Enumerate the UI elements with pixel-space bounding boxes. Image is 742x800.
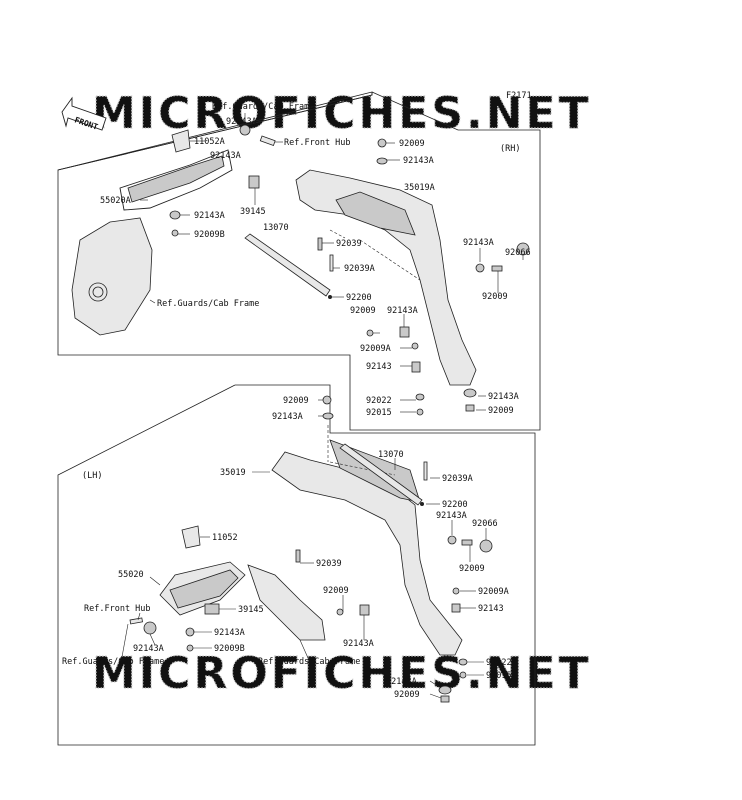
lh-92143A-e: 92143A — [386, 677, 417, 687]
lh-lower-guard — [247, 564, 326, 641]
rh-92009-top: 92009 — [399, 139, 425, 149]
rh-bracket-11052A — [171, 129, 191, 153]
rh-55020A: 55020A — [100, 196, 131, 206]
lh-92009-m: 92009 — [323, 586, 349, 596]
rh-ref-guards-top: Ref.Guards/Cab Frame — [212, 102, 314, 112]
rh-92009-r: 92009 — [482, 292, 508, 302]
lh-92200: 92200 — [442, 500, 468, 510]
rh-92143A-a: 92143A — [210, 151, 241, 161]
lh-11052: 11052 — [212, 533, 238, 543]
lh-55020: 55020 — [118, 570, 144, 580]
rh-ref-guards-low: Ref.Guards/Cab Frame — [157, 299, 259, 309]
lh-leader-lines — [121, 399, 487, 699]
rh-39145: 39145 — [240, 207, 266, 217]
lh-35019: 35019 — [220, 468, 246, 478]
rh-ref-front-hub: Ref.Front Hub — [284, 138, 351, 148]
rh-92009-m: 92009 — [350, 306, 376, 316]
rh-92066: 92066 — [505, 248, 531, 258]
lh-bracket-11052 — [181, 525, 201, 549]
rh-fasteners — [169, 124, 530, 416]
lh-92143A-b: 92143A — [214, 628, 245, 638]
rh-13070: 13070 — [263, 223, 289, 233]
rh-11052A: 11052A — [194, 137, 225, 147]
lh-92009-b: 92009 — [394, 690, 420, 700]
rh-92009-b: 92009 — [488, 406, 514, 416]
rh-92200: 92200 — [346, 293, 372, 303]
rh-label: (RH) — [500, 144, 520, 154]
lh-92009-top: 92009 — [283, 396, 309, 406]
rh-pad-39145 — [248, 175, 260, 189]
lh-92009B: 92009B — [214, 644, 245, 654]
rh-92143A-top: 92143A — [226, 117, 257, 127]
lh-92009-r: 92009 — [459, 564, 485, 574]
rh-lower-guard — [71, 217, 153, 336]
lh-92143A-d: 92143A — [133, 644, 164, 654]
lh-frame — [57, 384, 536, 746]
lh-39145: 39145 — [238, 605, 264, 615]
lh-ref-guards-left: Ref.Guards/Cab Frame — [62, 657, 164, 667]
rh-92009A: 92009A — [360, 344, 391, 354]
rh-92143A-c: 92143A — [194, 211, 225, 221]
rh-92143A-b: 92143A — [403, 156, 434, 166]
rh-92143: 92143 — [366, 362, 392, 372]
lh-92039A: 92039A — [442, 474, 473, 484]
rh-92143A-f: 92143A — [488, 392, 519, 402]
lh-pad-39145 — [204, 603, 220, 615]
lh-labels: 92009 92143A 35019 13070 92039A 92200 92… — [62, 396, 512, 700]
rh-labels: Ref.Guards/Cab Frame 92143A 11052A 92143… — [100, 102, 531, 418]
lh-92143: 92143 — [478, 604, 504, 614]
rh-92039: 92039 — [336, 239, 362, 249]
lh-label: (LH) — [82, 471, 102, 481]
lh-92022: 92022 — [486, 658, 512, 668]
rh-92143A-e: 92143A — [387, 306, 418, 316]
lh-92143A-top: 92143A — [272, 412, 303, 422]
figure-code: F2171 — [506, 91, 532, 101]
lh-92143A-a: 92143A — [436, 511, 467, 521]
rh-92015: 92015 — [366, 408, 392, 418]
rh-strip-13070 — [244, 233, 331, 297]
lh-92066: 92066 — [472, 519, 498, 529]
lh-strip-13070 — [339, 443, 423, 506]
lh-92015: 92015 — [486, 671, 512, 681]
lh-13070: 13070 — [378, 450, 404, 460]
rh-92143A-d: 92143A — [463, 238, 494, 248]
rh-92022: 92022 — [366, 396, 392, 406]
rh-92009B: 92009B — [194, 230, 225, 240]
lh-ref-front-hub: Ref.Front Hub — [84, 604, 151, 614]
rh-leader-lines — [140, 113, 524, 413]
watermark-top: MICROFICHES.NET — [92, 88, 592, 139]
lh-ref-guards-mid: Ref.Guards/Cab Frame — [258, 657, 360, 667]
lh-92143A-c: 92143A — [343, 639, 374, 649]
lh-92039: 92039 — [316, 559, 342, 569]
rh-35019A: 35019A — [404, 183, 435, 193]
lh-92009A: 92009A — [478, 587, 509, 597]
watermark-bottom: MICROFICHES.NET — [92, 648, 592, 699]
rh-92039A: 92039A — [344, 264, 375, 274]
